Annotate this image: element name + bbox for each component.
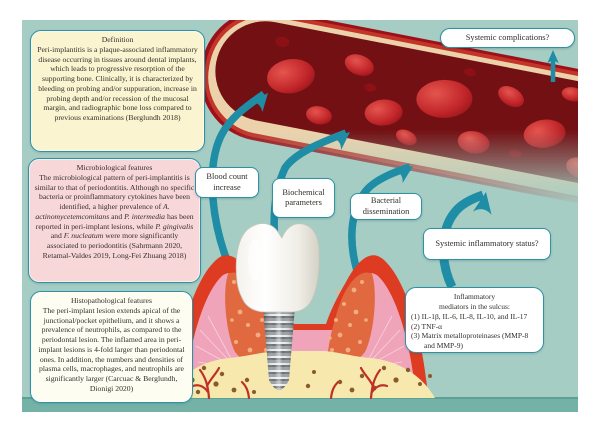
arrow-systemic-status bbox=[438, 190, 485, 289]
inflammatory-mediators-title-line1: Inflammatory bbox=[453, 292, 496, 301]
figure-canvas: Definition Peri-implantitis is a plaque-… bbox=[22, 20, 578, 412]
histopathological-box: Histopathological features The peri-impl… bbox=[30, 291, 193, 403]
arrowhead-icon bbox=[472, 192, 492, 215]
label-text: Systemic complications? bbox=[465, 32, 550, 42]
red-blood-cells bbox=[267, 36, 578, 179]
bone bbox=[165, 351, 435, 400]
tooth-crown bbox=[235, 223, 320, 313]
definition-box: Definition Peri-implantitis is a plaque-… bbox=[30, 30, 205, 152]
histopathological-title: Histopathological features bbox=[71, 296, 152, 305]
definition-title: Definition bbox=[101, 35, 134, 44]
label-text: Systemic inflammatory status? bbox=[435, 238, 539, 248]
label-text: Biochemical parameters bbox=[282, 187, 325, 208]
label-biochemical-parameters: Biochemical parameters bbox=[272, 178, 335, 218]
label-text: Blood count increase bbox=[206, 172, 248, 192]
mediator-item: (1) IL-1β, IL-6, IL-8, IL-10, and IL-17 bbox=[411, 312, 528, 322]
arrowhead-icon bbox=[393, 166, 413, 184]
label-systemic-complications: Systemic complications? bbox=[440, 28, 575, 48]
label-bacterial-dissemination: Bacterial dissemination bbox=[350, 193, 422, 220]
gingiva bbox=[165, 255, 435, 400]
mediator-item: (3) Matrix metalloproteinases (MMP-8 and… bbox=[411, 331, 529, 350]
blood-vessel bbox=[200, 20, 578, 224]
arrowhead-icon bbox=[330, 132, 350, 150]
microbiological-box: Microbiological features The microbiolog… bbox=[28, 158, 201, 283]
label-systemic-inflammatory-status: Systemic inflammatory status? bbox=[423, 228, 551, 260]
inflammatory-mediators-list: (1) IL-1β, IL-6, IL-8, IL-10, and IL-17 … bbox=[411, 312, 538, 350]
microbiological-body: The microbiological pattern of peri-impl… bbox=[34, 172, 195, 261]
inflamed-tissue bbox=[225, 272, 375, 366]
arrow-blood-count bbox=[208, 90, 267, 270]
arrowhead-icon bbox=[250, 93, 268, 113]
inflammatory-mediators-box: Inflammatory mediators in the sulcus: (1… bbox=[405, 287, 544, 353]
definition-body: Peri-implantitis is a plaque-associated … bbox=[37, 44, 198, 123]
microbiological-title: Microbiological features bbox=[76, 163, 153, 172]
arrowhead-icon bbox=[547, 50, 559, 64]
mediator-item: (2) TNF-α bbox=[411, 321, 443, 331]
label-blood-count-increase: Blood count increase bbox=[195, 167, 259, 198]
label-text: Bacterial dissemination bbox=[362, 196, 410, 216]
inflammatory-mediators-title-line2: mediators in the sulcus: bbox=[438, 301, 511, 311]
implant-screw bbox=[263, 306, 295, 390]
illustration-svg bbox=[22, 20, 578, 412]
histopathological-body: The peri-implant lesion extends apical o… bbox=[38, 305, 185, 394]
